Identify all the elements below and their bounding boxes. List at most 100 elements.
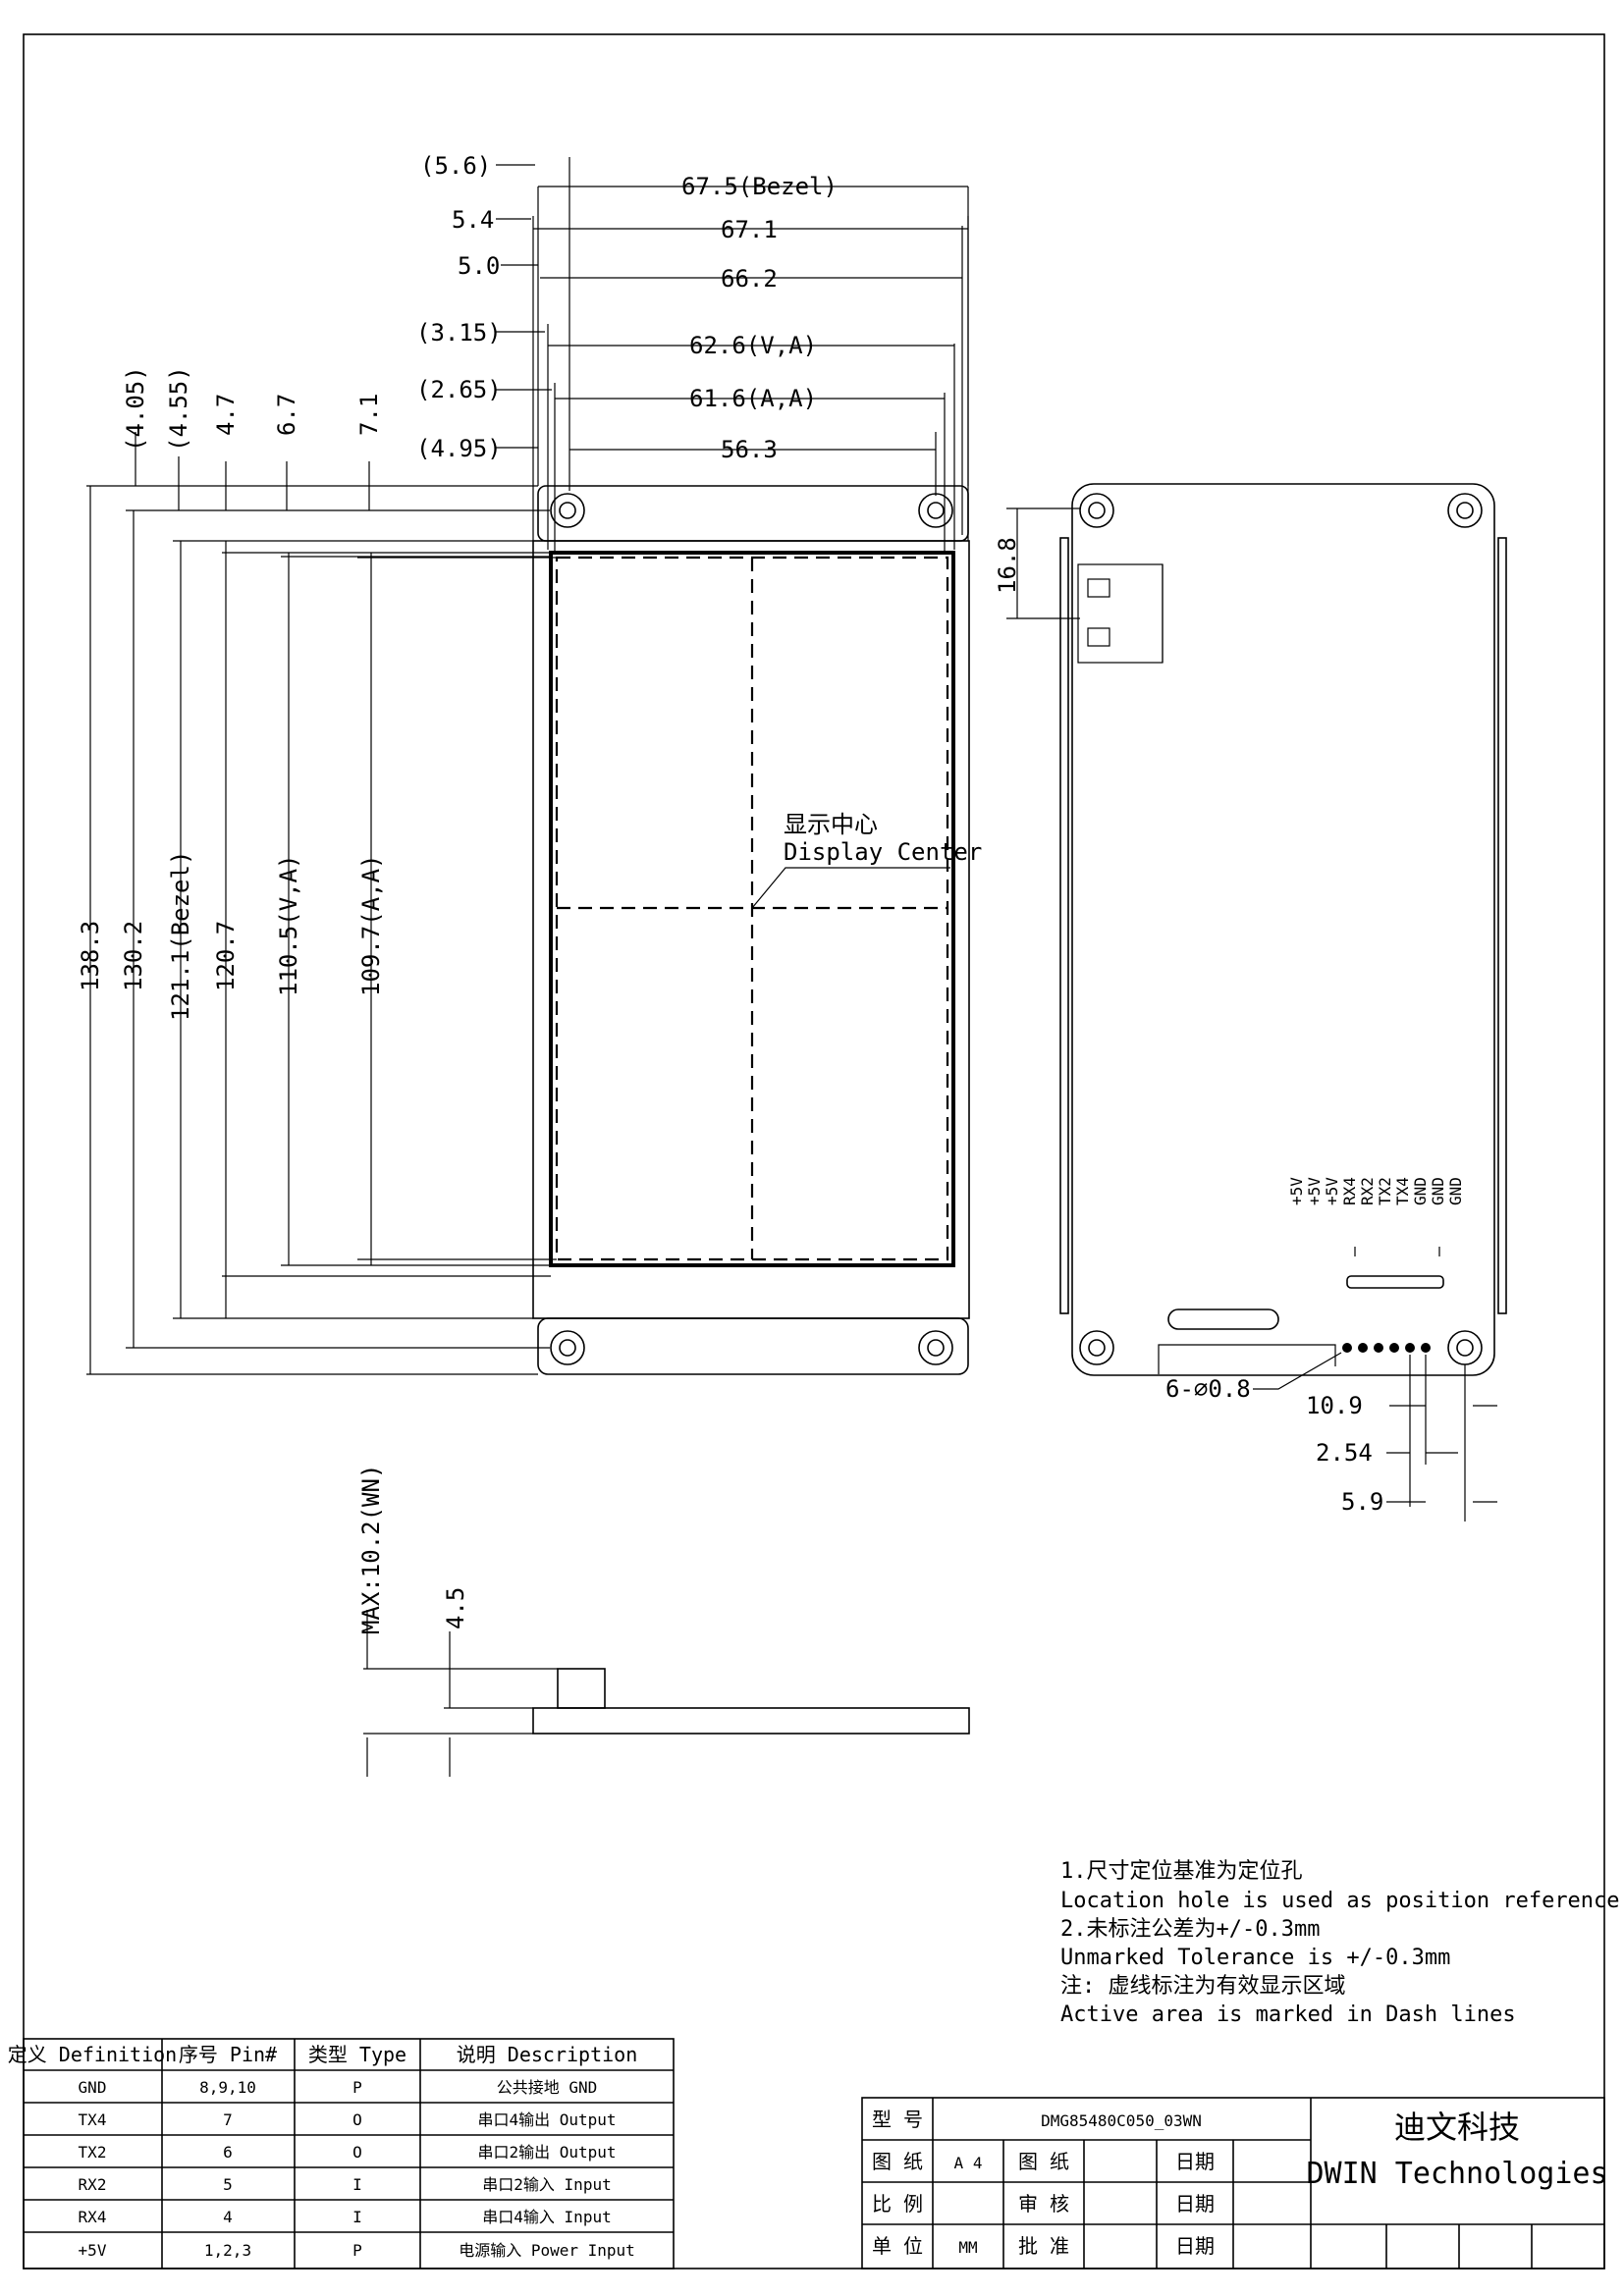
side-view: MAX:10.2(WN) 4.5 [357, 1465, 970, 1777]
unit-label: 单 位 [872, 2234, 923, 2258]
scale-label: 比 例 [872, 2192, 923, 2216]
model-label: 型 号 [872, 2108, 923, 2131]
table-cell: 5 [223, 2175, 233, 2194]
table-cell: 串口4输入 Input [482, 2208, 611, 2226]
table-cell: I [352, 2208, 362, 2226]
pin-label: GND [1429, 1177, 1447, 1205]
table-cell: RX4 [79, 2208, 107, 2226]
table-cell: 7 [223, 2110, 233, 2129]
drawing-value: A 4 [954, 2154, 983, 2172]
dim-4-05: (4.05) [122, 366, 149, 452]
table-cell: 串口2输出 Output [477, 2143, 616, 2162]
dim-max-height: MAX:10.2(WN) [357, 1465, 385, 1634]
note-line: 1.尺寸定位基准为定位孔 [1060, 1859, 1303, 1884]
dim-109-7-aa: 109.7(A,A) [357, 855, 385, 997]
table-cell: 1,2,3 [204, 2241, 251, 2260]
table-cell: I [352, 2175, 362, 2194]
table-cell: P [352, 2241, 362, 2260]
pin-label: +5V [1305, 1177, 1324, 1205]
dim-4-55: (4.55) [165, 366, 192, 452]
table-cell: O [352, 2143, 362, 2162]
back-view: 16.8 GND GND GND TX4 TX2 RX2 RX4 +5V +5V… [994, 483, 1507, 1522]
table-cell: 串口4输出 Output [477, 2110, 616, 2129]
model-value: DMG85480C050_03WN [1041, 2111, 1202, 2130]
pin-label: TX2 [1376, 1177, 1394, 1205]
mounting-hole [1447, 493, 1483, 528]
table-header: 说明 Description [457, 2043, 638, 2066]
front-view: 显示中心 Display Center (5.6) 5.4 5.0 (3.15)… [77, 152, 982, 1375]
holes-label: 6-⌀0.8 [1165, 1375, 1251, 1403]
drawing-label-2: 图 纸 [1018, 2150, 1069, 2173]
table-cell: RX2 [79, 2175, 107, 2194]
mounting-hole [918, 1330, 953, 1365]
dim-66-2: 66.2 [721, 265, 778, 293]
pin-label: +5V [1323, 1177, 1341, 1205]
dim-5-6: (5.6) [420, 152, 491, 180]
table-cell: 6 [223, 2143, 233, 2162]
table-cell: P [352, 2078, 362, 2097]
pin-label: GND [1411, 1177, 1430, 1205]
table-cell: O [352, 2110, 362, 2129]
review-label: 审 核 [1018, 2192, 1069, 2216]
pin-label: RX4 [1340, 1177, 1359, 1205]
pin-table: 定义 Definition 序号 Pin# 类型 Type 说明 Descrip… [8, 2038, 675, 2269]
dim-16-8: 16.8 [994, 537, 1021, 594]
table-header: 类型 Type [308, 2043, 406, 2066]
table-cell: +5V [79, 2241, 107, 2260]
mounting-hole [550, 1330, 585, 1365]
note-line: 2.未标注公差为+/-0.3mm [1060, 1917, 1320, 1942]
table-cell: TX2 [79, 2143, 107, 2162]
display-center-label-en: Display Center [784, 838, 982, 866]
dim-6-7: 6.7 [273, 394, 300, 436]
dim-130-2: 130.2 [120, 921, 147, 991]
table-cell: 8,9,10 [199, 2078, 256, 2097]
note-line: Active area is marked in Dash lines [1060, 2002, 1516, 2027]
dim-5-0: 5.0 [458, 252, 500, 280]
pin-label: TX4 [1393, 1177, 1412, 1205]
table-cell: 电源输入 Power Input [459, 2241, 635, 2260]
table-cell: 公共接地 GND [497, 2078, 598, 2097]
mounting-hole [550, 493, 585, 528]
dim-56-3: 56.3 [721, 436, 778, 463]
display-center-label-cn: 显示中心 [784, 811, 878, 838]
dim-62-6-va: 62.6(V,A) [689, 332, 817, 359]
dim-61-6-aa: 61.6(A,A) [689, 385, 817, 412]
date-label: 日期 [1175, 2150, 1215, 2173]
dim-10-9: 10.9 [1306, 1392, 1363, 1419]
dim-67-5-bezel: 67.5(Bezel) [681, 173, 838, 200]
dim-110-5-va: 110.5(V,A) [275, 855, 302, 997]
company-name-cn: 迪文科技 [1394, 2109, 1520, 2146]
table-cell: GND [79, 2078, 107, 2097]
dim-7-1: 7.1 [355, 394, 383, 436]
dim-138-3: 138.3 [77, 921, 104, 991]
dim-4-95: (4.95) [416, 435, 502, 462]
dim-3-15: (3.15) [416, 319, 502, 347]
dim-4-5: 4.5 [442, 1587, 469, 1629]
pin-label: RX2 [1358, 1177, 1377, 1205]
pin-label: +5V [1287, 1177, 1306, 1205]
table-cell: 串口2输入 Input [482, 2175, 611, 2194]
mounting-hole [918, 493, 953, 528]
mounting-hole [1079, 1330, 1114, 1365]
note-line: Location hole is used as position refere… [1060, 1889, 1624, 1913]
company-name-en: DWIN Technologies [1306, 2157, 1607, 2191]
unit-value: MM [958, 2238, 977, 2257]
notes: 1.尺寸定位基准为定位孔 Location hole is used as po… [1060, 1859, 1624, 2027]
drawing-label: 图 纸 [872, 2150, 923, 2173]
dim-4-7: 4.7 [212, 394, 240, 436]
dim-121-1-bezel: 121.1(Bezel) [167, 851, 194, 1021]
table-cell: 4 [223, 2208, 233, 2226]
note-line: 注: 虚线标注为有效显示区域 [1060, 1974, 1346, 1999]
note-line: Unmarked Tolerance is +/-0.3mm [1060, 1946, 1450, 1970]
mounting-hole [1447, 1330, 1483, 1365]
table-header: 序号 Pin# [179, 2043, 277, 2066]
approve-label: 批 准 [1018, 2234, 1069, 2258]
dim-2-54: 2.54 [1316, 1439, 1373, 1467]
pin-label: GND [1446, 1177, 1465, 1205]
table-cell: TX4 [79, 2110, 107, 2129]
dim-120-7: 120.7 [212, 921, 240, 991]
dim-5-9: 5.9 [1341, 1488, 1383, 1516]
dim-2-65: (2.65) [416, 376, 502, 403]
dim-67-1: 67.1 [721, 216, 778, 243]
